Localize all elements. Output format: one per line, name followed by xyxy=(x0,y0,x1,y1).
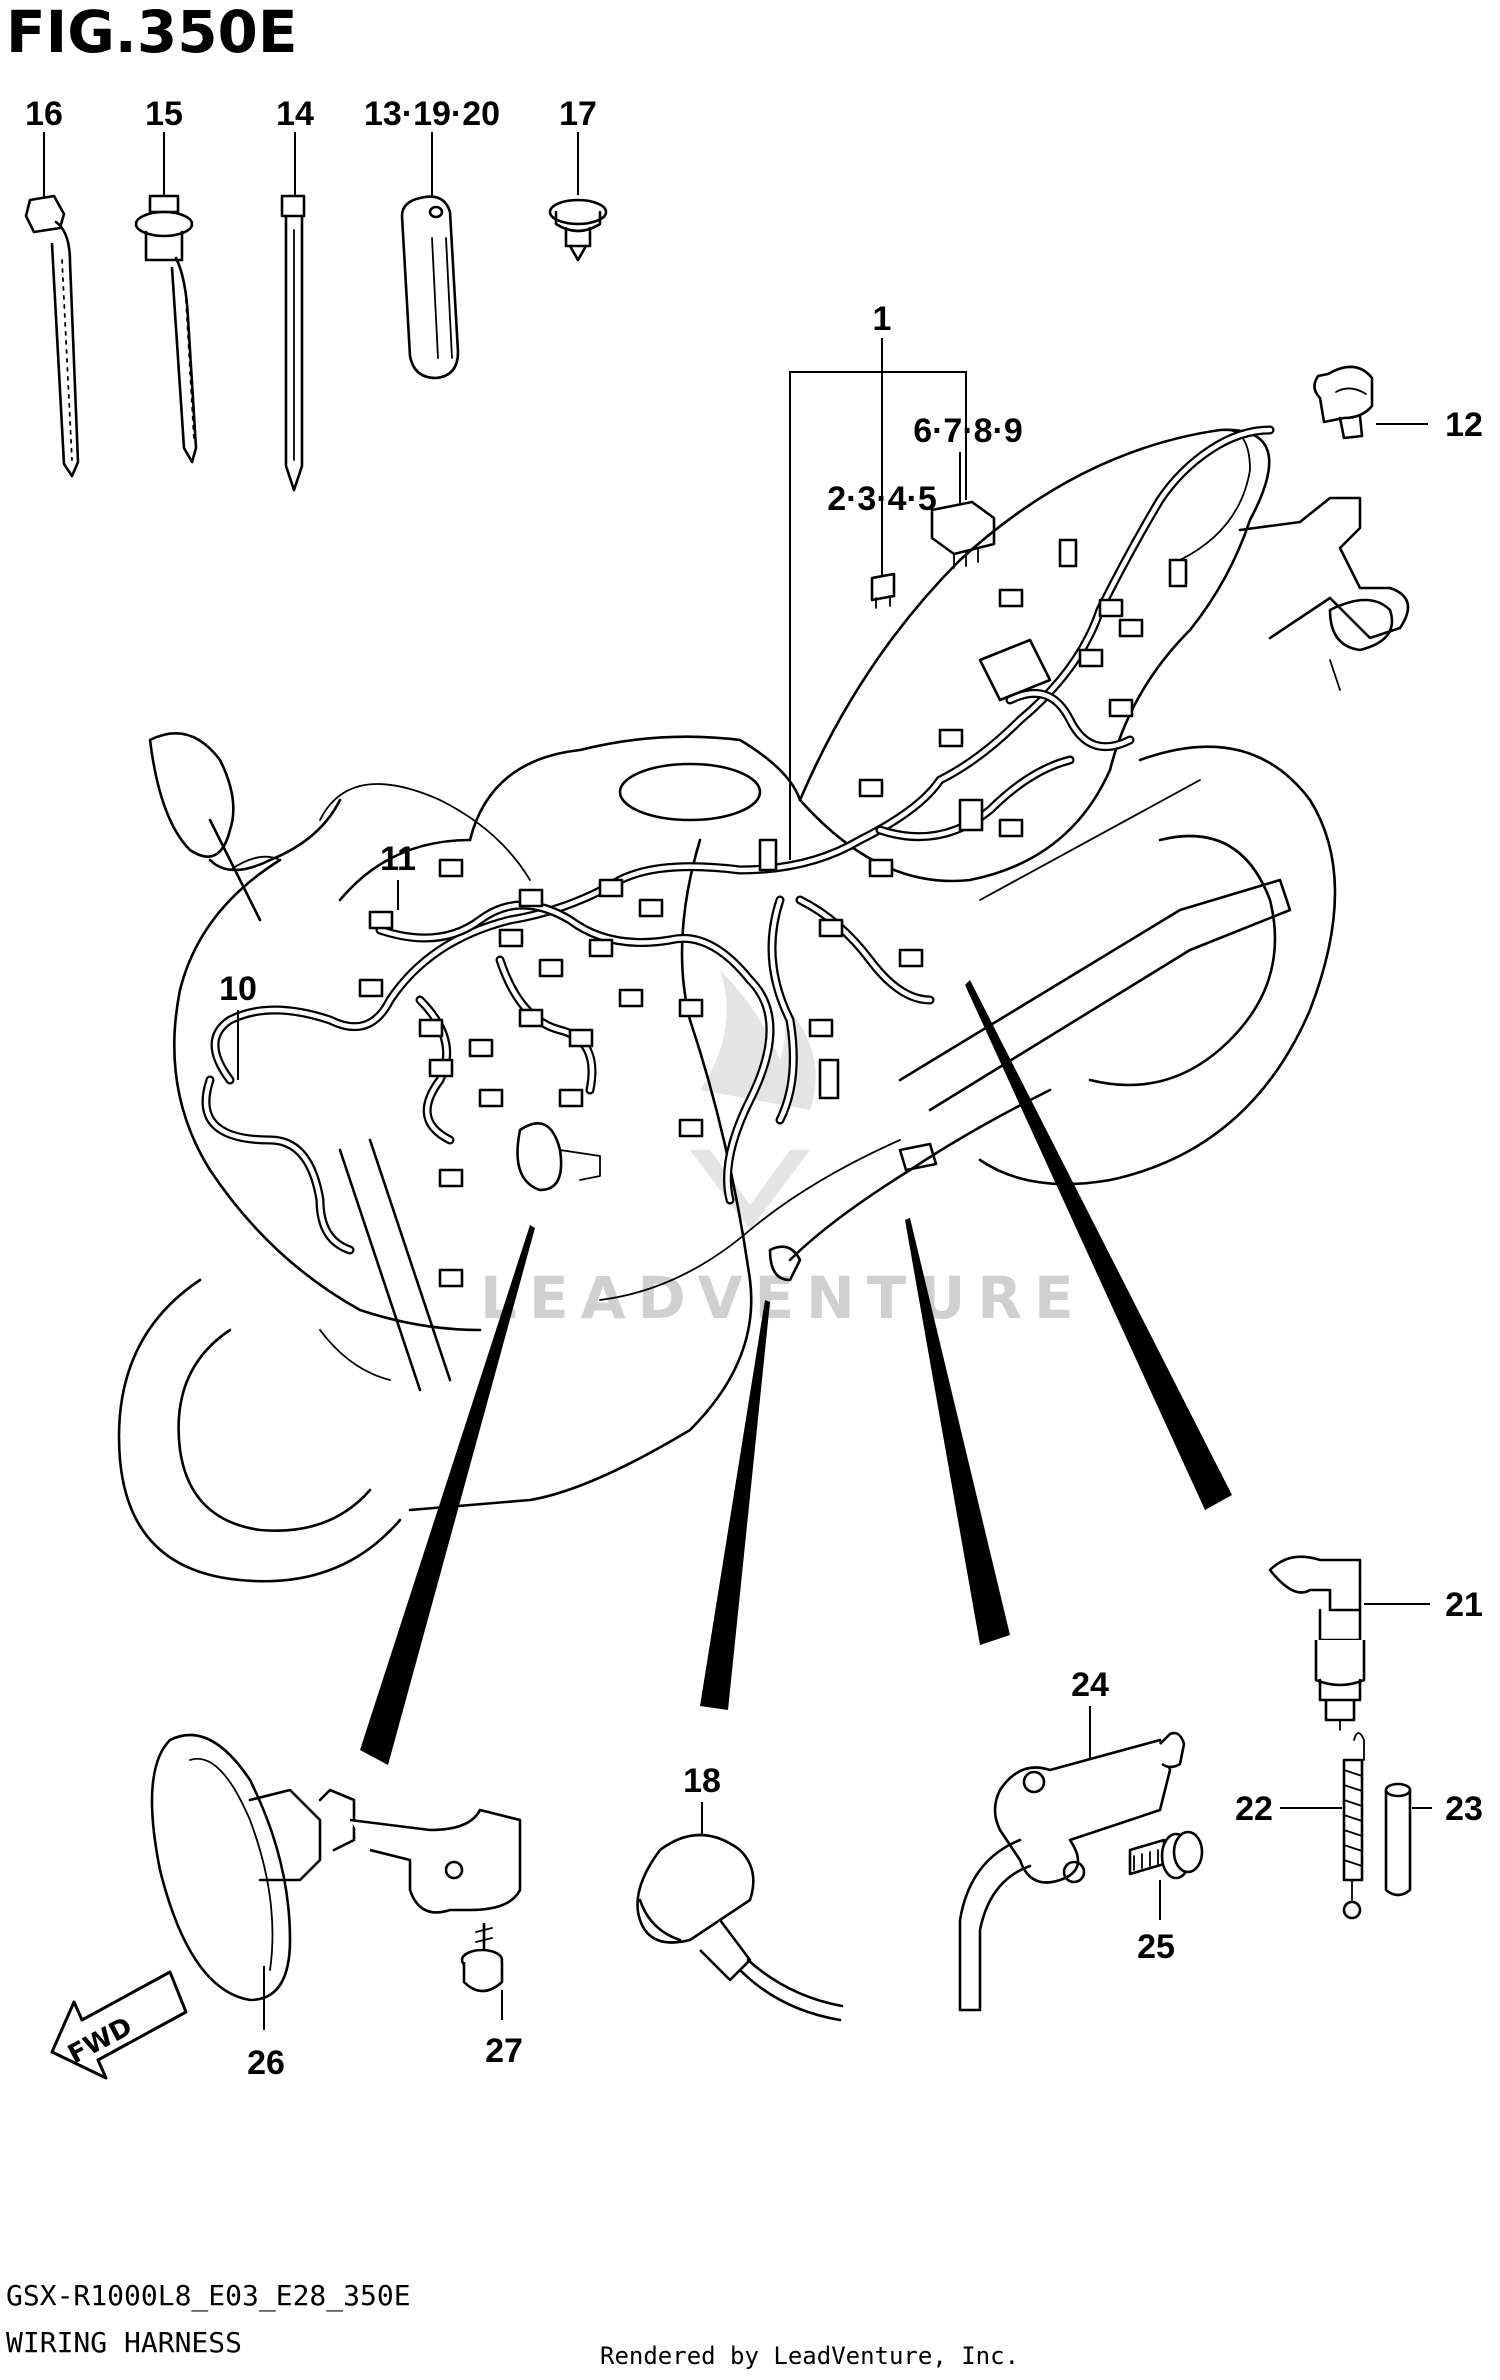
part-12-clamp: 12 xyxy=(1313,365,1483,444)
callout-13-19-20: 13·19·20 xyxy=(364,95,500,133)
part-23-sleeve: 23 xyxy=(1384,1782,1483,1897)
watermark-text: LEADVENTURE xyxy=(480,1264,1086,1332)
motorcycle-outline xyxy=(117,428,1410,1583)
rendered-by: Rendered by LeadVenture, Inc. xyxy=(600,2342,1019,2370)
callout-2-5: 2·3·4·5 xyxy=(827,480,937,518)
part-17-push-clip: 17 xyxy=(548,95,608,262)
control-unit-icon xyxy=(978,638,1052,702)
callout-23: 23 xyxy=(1445,1790,1483,1828)
part-25-bolt: 25 xyxy=(1128,1830,1204,1966)
part-13-19-20-clamp: 13·19·20 xyxy=(364,95,500,380)
callout-27: 27 xyxy=(485,2032,523,2070)
fuse-icon xyxy=(870,572,896,602)
watermark-flame-icon xyxy=(700,970,816,1110)
callout-24: 24 xyxy=(1071,1666,1109,1704)
pointer-wedges xyxy=(360,980,1232,1765)
part-15-clamp-tie: 15 xyxy=(134,95,198,464)
watermark-v-icon xyxy=(690,1150,810,1230)
part-1-harness-group: 1 6·7·8·9 2·3·4·5 xyxy=(789,300,1023,860)
part-24-switch: 24 xyxy=(958,1666,1186,2012)
callout-1: 1 xyxy=(873,300,892,338)
callout-18: 18 xyxy=(683,1762,721,1800)
callout-17: 17 xyxy=(559,95,597,133)
main-wiring-harness xyxy=(201,425,1275,1288)
part-22-spring: 22 xyxy=(1235,1732,1365,1920)
callout-26: 26 xyxy=(247,2044,285,2082)
relay-icon xyxy=(930,500,996,556)
part-26-horn: 26 xyxy=(150,1733,522,2082)
callout-14: 14 xyxy=(276,95,314,133)
callout-12: 12 xyxy=(1445,406,1483,444)
figure-name: WIRING HARNESS xyxy=(6,2326,242,2359)
figure-title: FIG.350E xyxy=(6,0,298,66)
callout-11: 11 xyxy=(380,840,416,878)
fwd-arrow-icon: FWD xyxy=(50,1970,188,2080)
figure-code: GSX-R1000L8_E03_E28_350E xyxy=(6,2279,411,2313)
part-14-cable-tie: 14 xyxy=(276,95,314,492)
part-16-cable-tie: 16 xyxy=(24,95,80,478)
callout-21: 21 xyxy=(1445,1586,1483,1624)
callout-6-9: 6·7·8·9 xyxy=(913,412,1023,450)
callout-25: 25 xyxy=(1137,1928,1175,1966)
part-21-switch: 21 xyxy=(1268,1555,1483,1731)
part-18-sensor: 18 xyxy=(636,1762,844,2022)
callout-16: 16 xyxy=(25,95,63,133)
callout-15: 15 xyxy=(145,95,183,133)
callout-22: 22 xyxy=(1235,1790,1273,1828)
part-27-bolt: 27 xyxy=(460,1922,523,2070)
callout-10: 10 xyxy=(219,970,257,1008)
